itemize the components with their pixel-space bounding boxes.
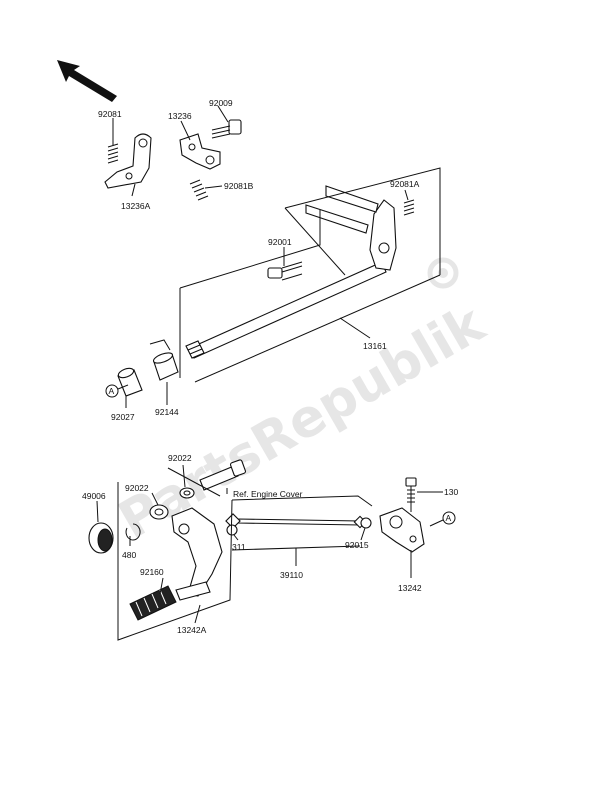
label-130: 130 [444,487,458,497]
label-92027: 92027 [111,412,135,422]
spring-92081 [107,137,119,164]
label-92144: 92144 [155,407,179,417]
note-ref-engine-cover: Ref. Engine Cover [233,489,303,499]
callout-a-lower: A [429,511,456,527]
spring-92081a [403,199,415,216]
arm-13236a [104,133,152,189]
label-92081: 92081 [98,109,122,119]
nut-92015 [360,517,372,529]
upper-frame-link [284,207,346,276]
upper-frame-right [284,167,441,275]
pedal-rubber-92160 [129,585,177,621]
circlip-480 [125,523,141,541]
lower-frame [117,482,233,641]
label-49006: 49006 [82,491,106,501]
front-direction-arrow-icon [57,60,117,102]
shift-shaft-13161 [185,261,387,359]
gear-watermark-icon [427,257,459,289]
upper-frame-top [179,210,321,289]
label-92009: 92009 [209,98,233,108]
label-13236: 13236 [168,111,192,121]
spring-92144 [149,339,179,381]
label-92160: 92160 [140,567,164,577]
bolt-92001 [267,261,303,281]
label-92081a: 92081A [390,179,420,189]
svg-text:A: A [446,513,452,523]
shift-pedal-13242a [171,507,223,601]
lower-frame-link [167,467,221,497]
collar-92027 [117,367,143,397]
lever-13242 [379,507,425,553]
cap-49006 [88,522,114,554]
rod-frame-top [231,495,373,507]
label-13161: 13161 [363,341,387,351]
svg-text:A: A [109,386,115,396]
bolt-130 [405,477,417,512]
label-13242a: 13242A [177,625,207,635]
label-92022-top: 92022 [168,453,192,463]
label-92022-mid: 92022 [125,483,149,493]
washer-92022-mid [149,504,169,520]
label-92015: 92015 [345,540,369,550]
callout-a-upper: A [105,384,129,398]
label-13236a: 13236A [121,201,151,211]
label-92001: 92001 [268,237,292,247]
bolt-92009 [211,119,242,139]
leader-lines [96,105,443,624]
label-311: 311 [232,542,246,552]
label-480: 480 [122,550,136,560]
tie-rod-39110 [225,513,367,529]
washer-92022-top [179,487,195,499]
plate-13236 [179,133,221,170]
shift-fork-assembly [305,185,397,271]
nut-311 [226,524,238,536]
label-13242: 13242 [398,583,422,593]
label-92081b: 92081B [224,181,254,191]
spring-92081b [189,179,209,201]
label-39110: 39110 [280,570,303,580]
upper-frame-bottom [194,274,441,383]
